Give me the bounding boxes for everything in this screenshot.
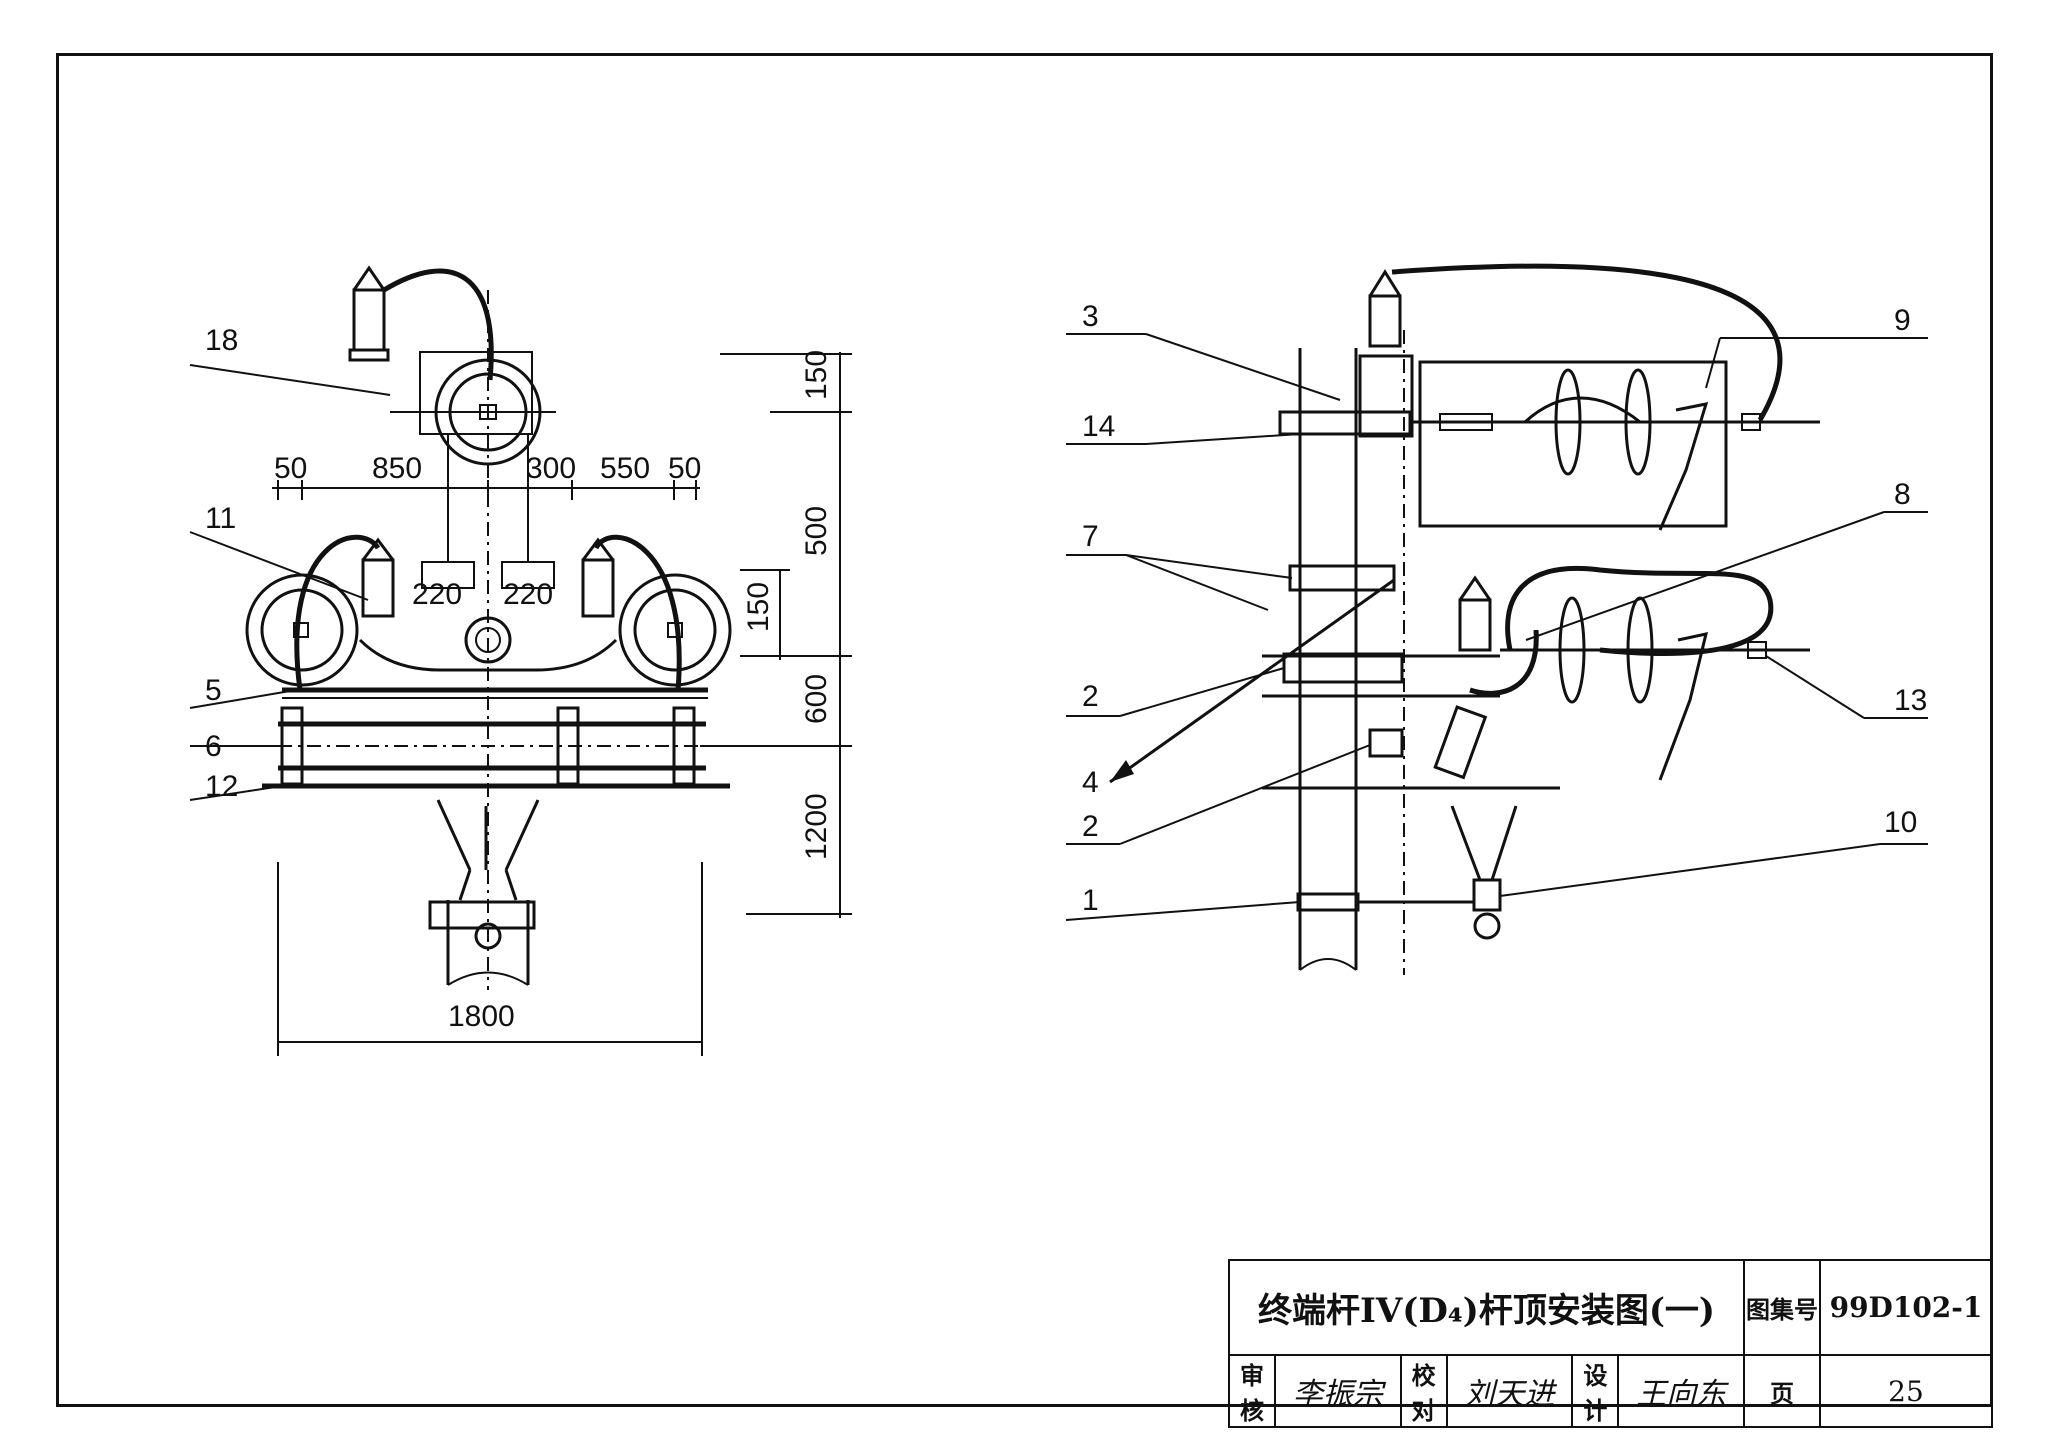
left-front-view: 18 11 5 6 12 50 850 300 550 50 220 220	[189, 265, 852, 1056]
atlas-label: 图集号	[1743, 1259, 1821, 1356]
callout-5: 5	[205, 674, 222, 707]
arrow-4	[1109, 578, 1395, 784]
lower-insulator-cluster	[428, 799, 540, 950]
lower-insulator-string	[1469, 596, 1810, 781]
side-arresters	[361, 537, 615, 618]
right-right-leaders	[1499, 337, 1928, 897]
callout-10: 10	[1884, 806, 1917, 839]
review-signature: 李振宗	[1274, 1354, 1402, 1428]
design-label: 设计	[1571, 1354, 1620, 1428]
pole-base	[446, 900, 530, 985]
title-block: 终端杆ⅠⅤ(D₄)杆顶安装图(一) 图集号 99D102-1 审核 李振宗 校对…	[1228, 1259, 1993, 1428]
callout-11: 11	[205, 502, 236, 535]
atlas-number: 99D102-1	[1819, 1259, 1993, 1356]
lower-y-cluster	[1356, 805, 1518, 940]
callout-8: 8	[1894, 478, 1911, 511]
review-label: 审核	[1228, 1354, 1276, 1428]
dim-150-top: 150	[800, 350, 833, 400]
callout-13: 13	[1894, 684, 1927, 717]
clamp-2	[1282, 652, 1404, 684]
page-number: 25	[1819, 1354, 1993, 1428]
pole	[1298, 348, 1358, 970]
callout-4: 4	[1082, 766, 1099, 799]
top-dimension-line	[272, 480, 700, 500]
dim-150-mid: 150	[742, 582, 775, 632]
page-label: 页	[1743, 1354, 1821, 1428]
dim-220-left: 220	[412, 578, 462, 611]
drawing-title: 终端杆ⅠⅤ(D₄)杆顶安装图(一)	[1228, 1259, 1745, 1356]
dim-850: 850	[372, 452, 422, 485]
crossarm-6	[278, 706, 706, 786]
callout-6: 6	[205, 730, 222, 763]
dim-300: 300	[526, 452, 576, 485]
top-insulator	[390, 351, 556, 466]
callout-18: 18	[205, 324, 238, 357]
vertical-dimension-chain	[700, 352, 852, 918]
dim-50-left: 50	[274, 452, 307, 485]
callout-2-lower: 2	[1082, 810, 1099, 843]
callout-3: 3	[1082, 300, 1099, 333]
right-side-view: 3 14 7 2 4 2 1 9 8 13 10	[1065, 263, 1928, 975]
dim-220-right: 220	[503, 578, 553, 611]
left-callout-leaders	[189, 364, 391, 801]
dim-600: 600	[800, 674, 833, 724]
top-arrester	[348, 265, 494, 381]
callout-9: 9	[1894, 304, 1911, 337]
design-signature: 王向东	[1617, 1354, 1745, 1428]
callout-12: 12	[205, 770, 238, 803]
clamp-7	[1288, 564, 1396, 592]
dim-1200: 1200	[800, 793, 833, 860]
dim-1800: 1800	[448, 1000, 515, 1033]
insulator-box-9	[1418, 360, 1728, 528]
dim-50-right: 50	[668, 452, 701, 485]
check-label: 校对	[1399, 1354, 1448, 1428]
upper-insulator-string	[1496, 368, 1820, 531]
dim-500: 500	[800, 506, 833, 556]
callout-2-upper: 2	[1082, 680, 1099, 713]
check-signature: 刘天进	[1445, 1354, 1574, 1428]
right-insulator	[593, 534, 732, 691]
dim-550: 550	[600, 452, 650, 485]
overall-width-dimension	[277, 862, 703, 1056]
right-left-leaders	[1065, 333, 1371, 921]
left-insulator	[245, 534, 381, 691]
callout-1: 1	[1082, 884, 1099, 917]
callout-7: 7	[1082, 520, 1099, 553]
drawing-frame	[56, 53, 1993, 1407]
callout-14: 14	[1082, 410, 1115, 443]
